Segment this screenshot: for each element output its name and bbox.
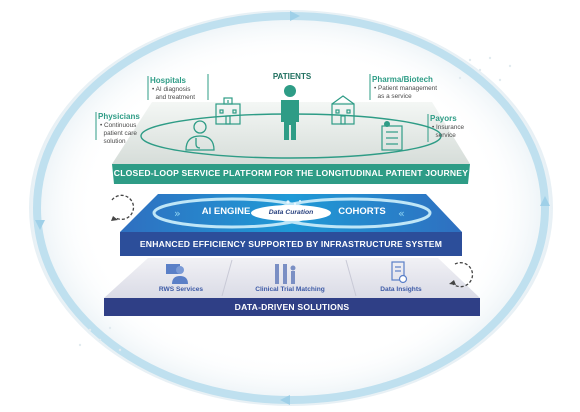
payors-title: Payors — [430, 114, 457, 123]
bottom-platform-band — [104, 298, 480, 316]
ring-node — [384, 121, 390, 127]
loop-arrow-right — [540, 196, 550, 206]
pharma-building-icon — [331, 95, 355, 125]
refresh-icon-left — [111, 194, 135, 220]
refresh-arrowhead-right — [449, 280, 456, 285]
hospitals-note: • AI diagnosis and treatment — [152, 86, 195, 101]
top-platform-band — [112, 164, 470, 184]
hospital-building-icon — [215, 97, 241, 125]
payors-note: • Insurance service — [432, 124, 465, 139]
pharma-note: • Patient management as a service — [374, 85, 437, 100]
sparkle-2 — [293, 202, 297, 206]
bottom-divider-1 — [221, 259, 233, 297]
top-layer-label: CLOSED-LOOP SERVICE PLATFORM FOR THE LON… — [113, 168, 469, 178]
payor-office-icon — [381, 125, 403, 151]
physicians-note: • Continuous patient care solution — [100, 122, 137, 145]
chevrons-right: « — [398, 207, 405, 220]
cohorts-label: COHORTS — [338, 206, 386, 217]
refresh-arrowhead-left — [111, 216, 118, 221]
physicians-title: Physicians — [98, 112, 140, 121]
sparkle-1 — [286, 200, 290, 204]
clinical-trial-icon — [275, 264, 296, 284]
pharma-title: Pharma/Biotech — [372, 75, 433, 84]
middle-layer-label: ENHANCED EFFICIENCY SUPPORTED BY INFRAST… — [139, 239, 443, 249]
hospitals-title: Hospitals — [150, 76, 187, 85]
rws-services-label: RWS Services — [158, 286, 204, 293]
chevrons-left: » — [174, 207, 181, 220]
loop-arrow-top — [290, 11, 300, 21]
patients-label: PATIENTS — [272, 72, 312, 81]
rws-services-icon — [166, 264, 188, 284]
bottom-divider-2 — [345, 259, 357, 297]
loop-arrow-left — [35, 220, 45, 230]
bottom-layer-label: DATA-DRIVEN SOLUTIONS — [234, 302, 350, 312]
loop-arrow-bottom — [280, 395, 290, 405]
data-insights-label: Data Insights — [380, 286, 422, 293]
sparkle-3 — [299, 200, 301, 202]
refresh-icon-right — [450, 262, 474, 288]
ai-engine-label: AI ENGINE — [201, 206, 251, 217]
data-curation-label: Data Curation — [268, 209, 314, 216]
data-curation-pill — [251, 205, 331, 221]
data-insights-icon — [391, 261, 408, 284]
middle-platform-band — [120, 232, 462, 256]
physician-icon — [185, 120, 215, 151]
patient-figure — [281, 85, 299, 140]
clinical-trial-label: Clinical Trial Matching — [255, 286, 325, 293]
